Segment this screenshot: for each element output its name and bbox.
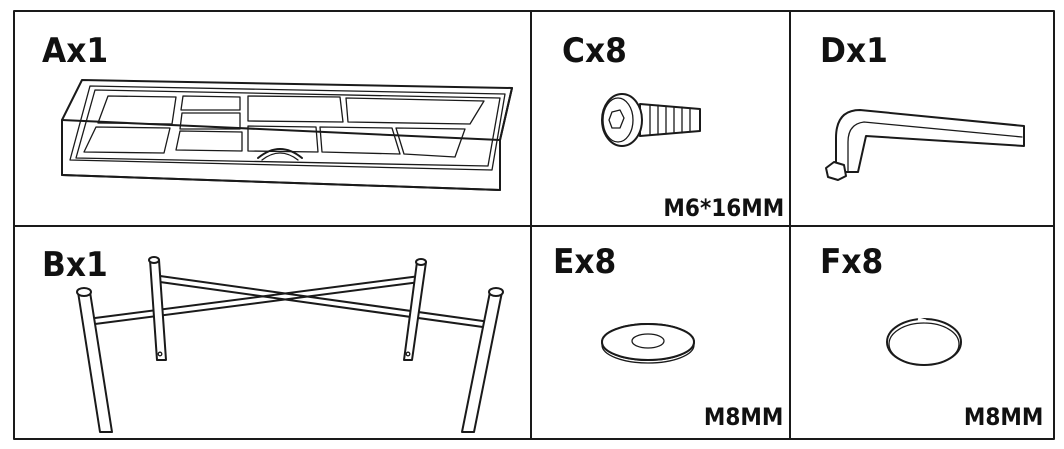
leg-frame-icon [76,256,504,433]
tray-compartments [83,95,485,158]
part-f-spec: M8MM [963,403,1043,431]
part-e-label: Ex8 [553,242,617,282]
part-e-spec: M8MM [703,403,783,431]
part-c-spec: M6*16MM [663,194,784,222]
part-a-label: Ax1 [42,31,109,71]
part-b-label: Bx1 [42,245,108,285]
split-ring-icon [886,317,962,366]
bolt-icon [601,93,701,147]
flat-washer-icon [601,323,695,364]
allen-key-icon [825,109,1025,181]
part-c-label: Cx8 [562,31,627,71]
tabletop-tray-icon [61,79,513,191]
part-d-label: Dx1 [820,31,888,71]
grid-lines [13,10,1055,440]
part-f-label: Fx8 [820,242,884,282]
